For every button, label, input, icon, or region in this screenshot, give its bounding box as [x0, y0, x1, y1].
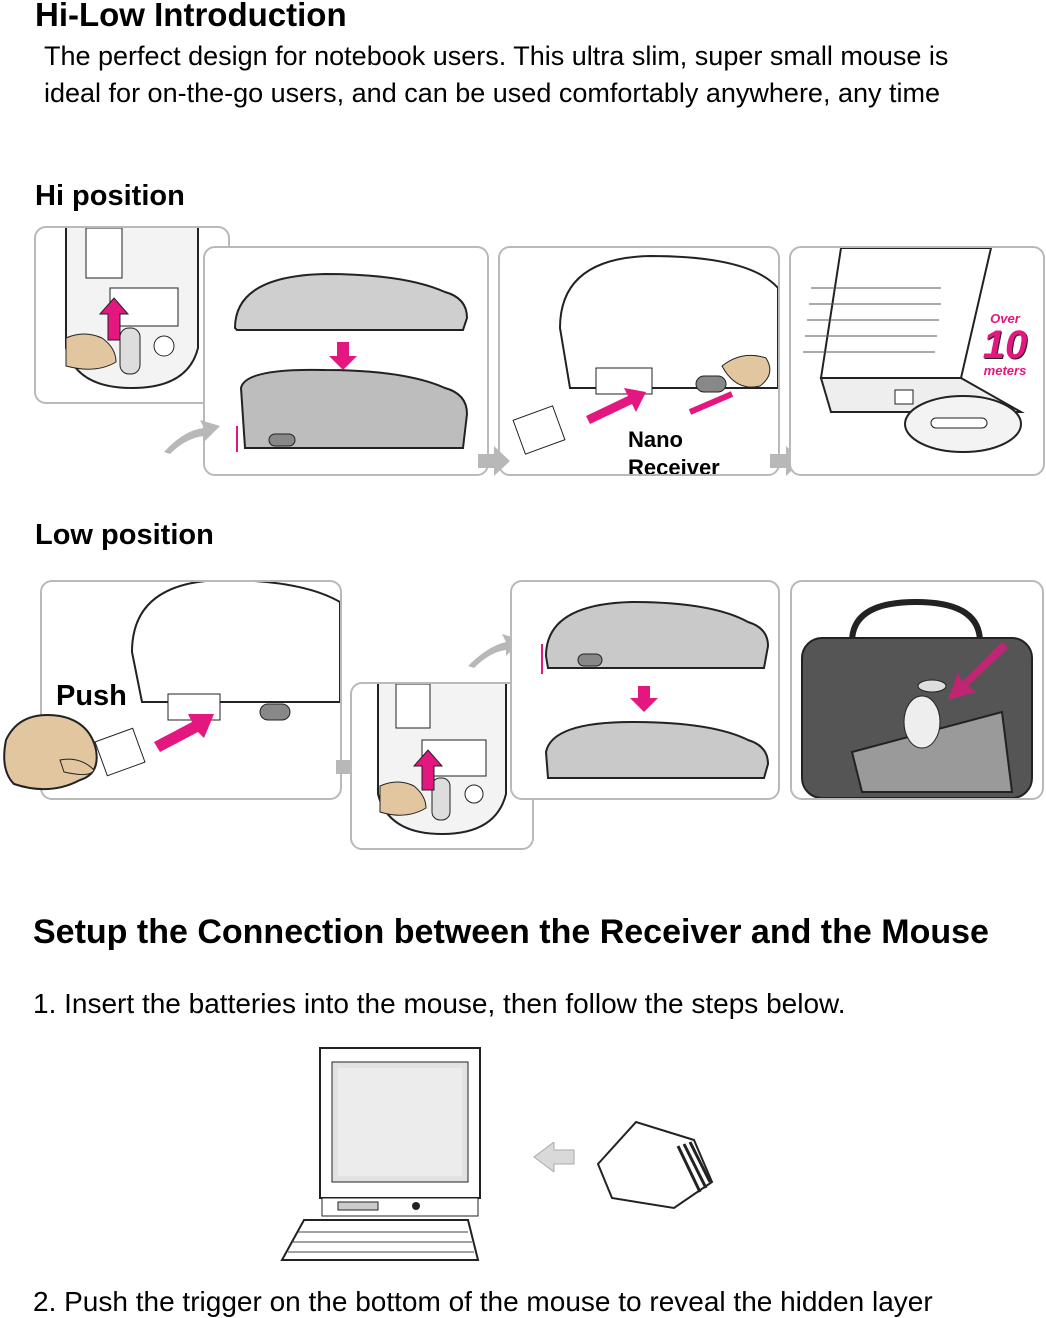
flow-arrow-icon — [468, 634, 522, 668]
mouse-bottom-illustration — [65, 228, 199, 390]
bag-illustration — [801, 598, 1033, 798]
receiver-eject-illustration — [512, 254, 778, 455]
intro-title: Hi-Low Introduction — [35, 0, 347, 33]
low-position-heading: Low position — [35, 519, 214, 551]
setup-step-2: 2. Push the trigger on the bottom of the… — [33, 1286, 933, 1317]
push-receiver-illustration — [94, 582, 340, 777]
hi-bottom-view-panel — [34, 226, 230, 404]
nano-receiver-label-line1: Nano — [628, 427, 683, 452]
low-bag-panel — [790, 580, 1044, 800]
push-label: Push — [56, 680, 127, 712]
range-badge: Over 10 meters — [969, 312, 1041, 378]
hi-laptop-panel: Over 10 meters — [789, 246, 1045, 476]
laptop-illustration — [803, 248, 1025, 453]
low-push-panel: Push — [40, 580, 342, 800]
range-badge-bottom: meters — [983, 363, 1027, 378]
setup-heading: Setup the Connection between the Receive… — [33, 913, 989, 951]
range-badge-top: Over — [990, 311, 1020, 326]
mouse-side-illustration — [541, 600, 770, 779]
mouse-side-illustration — [233, 272, 469, 452]
low-bottom-view-panel — [350, 682, 534, 850]
hi-side-view-panel — [203, 246, 489, 476]
low-side-view-panel — [510, 580, 780, 800]
setup-step-1: 1. Insert the batteries into the mouse, … — [33, 988, 846, 1019]
desktop-computer-illustration — [280, 1047, 481, 1261]
intro-text: The perfect design for notebook users. T… — [44, 41, 949, 108]
finger-icon — [3, 714, 98, 791]
nano-receiver-label-line2: Receiver — [628, 455, 720, 476]
hi-position-heading: Hi position — [35, 180, 185, 212]
flow-arrow-icon — [478, 446, 510, 476]
range-badge-number: 10 — [982, 323, 1028, 367]
mouse-bottom-illustration — [377, 684, 507, 836]
insert-arrow-icon — [533, 1142, 575, 1172]
flow-arrow-icon — [164, 420, 220, 454]
hi-receiver-panel: Nano Receiver — [498, 246, 780, 476]
nano-receiver-icon — [596, 1120, 714, 1210]
